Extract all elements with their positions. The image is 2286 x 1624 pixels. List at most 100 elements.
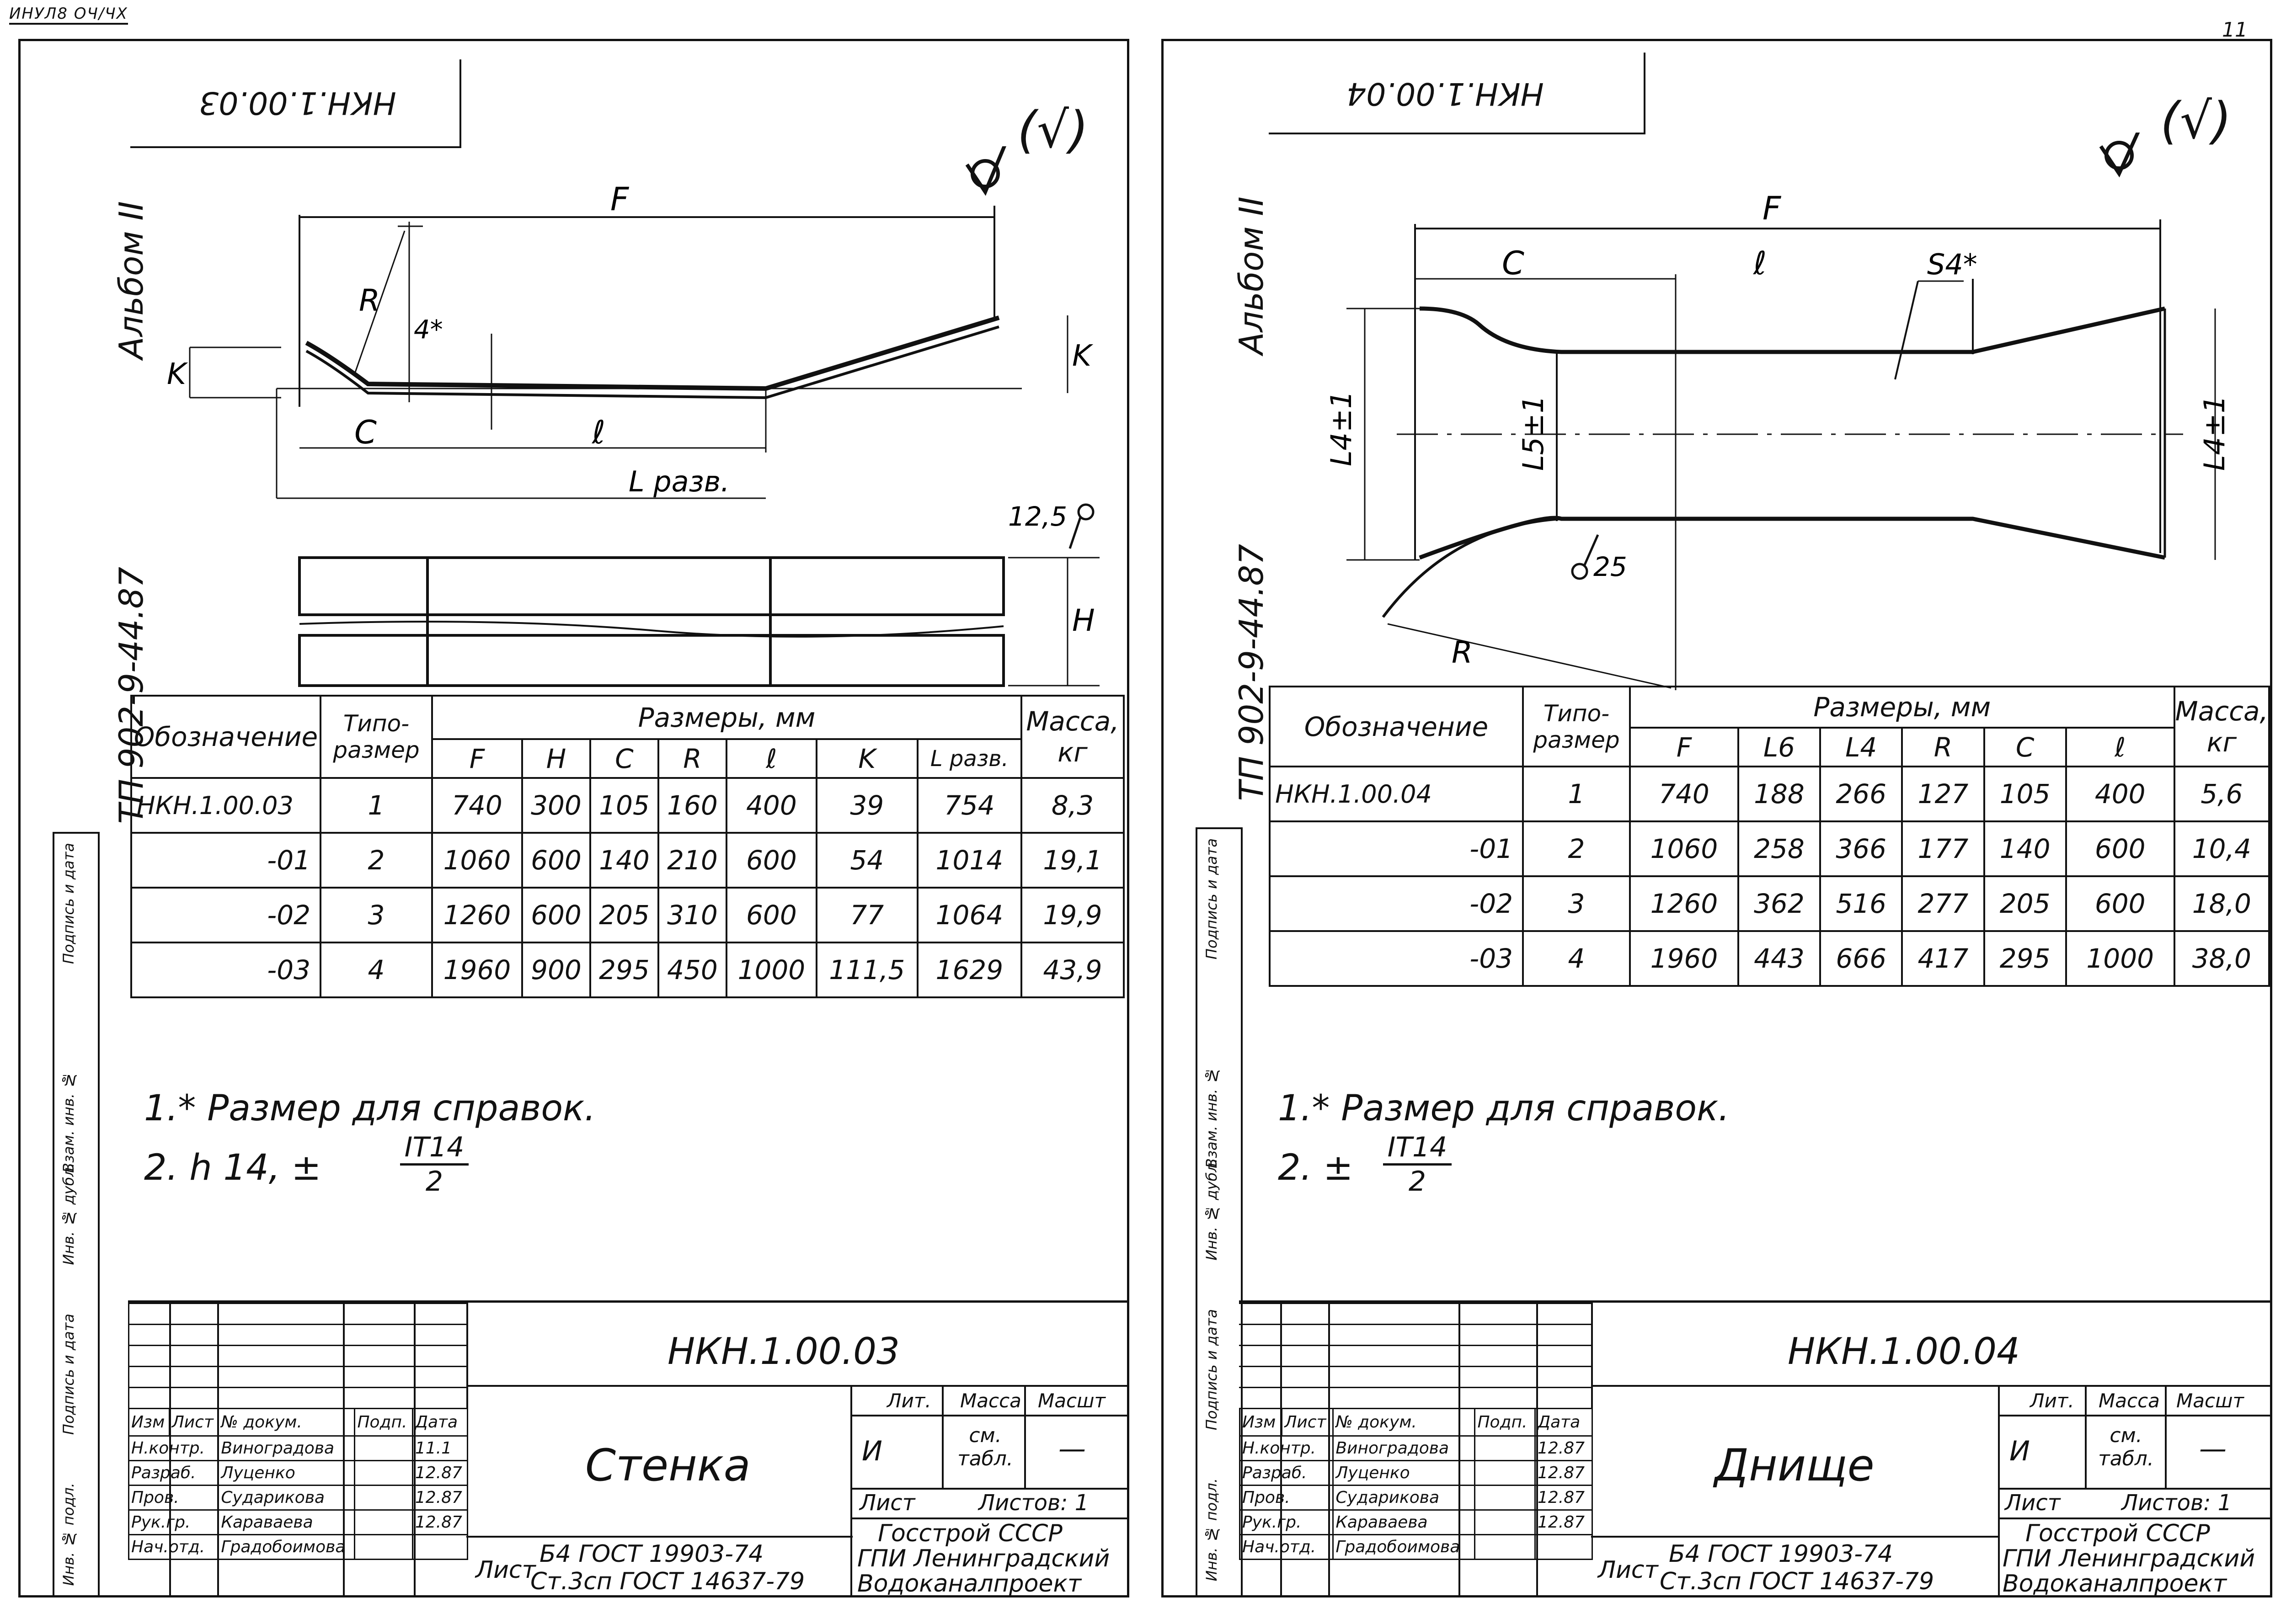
part-drawing-dnische: F C ℓ S4* L4±1 L5±1 L4±1 R 25 bbox=[1325, 133, 2231, 690]
scale-value: — bbox=[2199, 1433, 2227, 1465]
profile-view bbox=[189, 206, 1068, 499]
roughness-symbol bbox=[2099, 133, 2140, 178]
margin-label: Инв. № подл. bbox=[60, 1483, 77, 1586]
cell: 666 bbox=[1819, 930, 1903, 987]
code-box-rotated: НКН.1.00.03 bbox=[130, 59, 461, 148]
cell: 417 bbox=[1901, 930, 1985, 987]
role-date: 12.87 bbox=[411, 1485, 469, 1511]
role-sign bbox=[1474, 1435, 1536, 1461]
sub-header: C bbox=[589, 738, 659, 779]
cell: 160 bbox=[657, 777, 727, 834]
col-designation: Обозначение bbox=[1269, 686, 1524, 767]
sub-header: L4 bbox=[1819, 727, 1903, 767]
dim-rough: 25 bbox=[1593, 551, 1627, 582]
role: Пров. bbox=[1239, 1485, 1334, 1511]
cell: -01 bbox=[1269, 820, 1524, 877]
sub-header: R bbox=[657, 738, 727, 779]
table-row: НКН.1.00.03 1 740 300 105 160 400 39 754… bbox=[130, 777, 1125, 834]
dim-L: L разв. bbox=[629, 465, 730, 498]
margin-label: Инв. № дубл. bbox=[1203, 1158, 1220, 1261]
cell: 295 bbox=[1983, 930, 2067, 987]
role-sign bbox=[354, 1509, 413, 1535]
name-divider-v bbox=[1998, 1385, 2000, 1597]
role-name: Градобоимова bbox=[1332, 1534, 1476, 1560]
cell: 600 bbox=[521, 832, 591, 889]
roughness-mark: (√) bbox=[1017, 101, 1089, 159]
sheet-row-line-2 bbox=[850, 1518, 1127, 1519]
dim-L4-right: L4±1 bbox=[2198, 395, 2231, 471]
dims-table: Обозначение Типо-размер Размеры, мм Масс… bbox=[1269, 686, 2270, 987]
col-designation: Обозначение bbox=[130, 695, 321, 779]
material-line-2: Ст.3сп ГОСТ 14637-79 bbox=[530, 1568, 805, 1595]
table-row: -02 3 1260 600 205 310 600 77 1064 19,9 bbox=[130, 887, 1125, 943]
note-1: 1.* Размер для справок. bbox=[144, 1088, 596, 1129]
cell: 205 bbox=[589, 887, 659, 943]
cell: -03 bbox=[1269, 930, 1524, 987]
role-sign bbox=[354, 1435, 413, 1461]
cell: 740 bbox=[1629, 766, 1739, 822]
sub-header: F bbox=[1629, 727, 1739, 767]
col-mass: Масса, кг bbox=[2173, 686, 2270, 767]
role: Н.контр. bbox=[1239, 1435, 1334, 1461]
role-head: Подп. bbox=[1474, 1408, 1536, 1437]
cell: 1260 bbox=[1629, 875, 1739, 932]
cell: 140 bbox=[589, 832, 659, 889]
cell: 43,9 bbox=[1020, 942, 1125, 998]
dim-H: H bbox=[1072, 603, 1095, 638]
col-dims: Размеры, мм bbox=[1629, 686, 2175, 729]
sheet-row-line bbox=[1998, 1488, 2270, 1490]
cell: 38,0 bbox=[2173, 930, 2270, 987]
cell: 600 bbox=[2065, 820, 2175, 877]
cell: 1960 bbox=[431, 942, 523, 998]
role-date: 12.87 bbox=[411, 1460, 469, 1486]
sheet-row-line-2 bbox=[1998, 1518, 2270, 1519]
cell: 740 bbox=[431, 777, 523, 834]
role-date: 12.87 bbox=[1534, 1485, 1593, 1511]
cell: 54 bbox=[815, 832, 919, 889]
cell: 1060 bbox=[431, 832, 523, 889]
dim-R: R bbox=[359, 283, 380, 318]
margin-label: Взам. инв. № bbox=[60, 1071, 77, 1173]
role-head: Лист bbox=[168, 1408, 219, 1437]
role-head: № докум. bbox=[218, 1408, 356, 1437]
cell: 111,5 bbox=[815, 942, 919, 998]
mass-value: см. табл. bbox=[2098, 1424, 2154, 1470]
role-name: Луценко bbox=[218, 1460, 356, 1486]
roughness-symbol bbox=[965, 146, 1006, 196]
cell: 127 bbox=[1901, 766, 1985, 822]
cell: 77 bbox=[815, 887, 919, 943]
cell: 400 bbox=[725, 777, 817, 834]
material-line-1: Б4 ГОСТ 19903-74 bbox=[1669, 1540, 1893, 1568]
lit-col-b bbox=[1024, 1385, 1026, 1488]
role-head: Изм bbox=[128, 1408, 170, 1437]
cell: 2 bbox=[1522, 820, 1631, 877]
cell: -02 bbox=[1269, 875, 1524, 932]
role: Пров. bbox=[128, 1485, 219, 1511]
role-head: Лист bbox=[1281, 1408, 1334, 1437]
dims-table: Обозначение Типо-размер Размеры, мм Масс… bbox=[130, 695, 1125, 998]
sub-header: L разв. bbox=[916, 738, 1023, 779]
cell: НКН.1.00.03 bbox=[130, 777, 321, 834]
cell: 177 bbox=[1901, 820, 1985, 877]
role-sign bbox=[1474, 1460, 1536, 1486]
name-divider-v bbox=[850, 1385, 852, 1597]
material-label: Лист bbox=[1598, 1556, 1658, 1584]
role-head: Дата bbox=[411, 1408, 469, 1437]
name-divider-h bbox=[1591, 1536, 1998, 1538]
table-row: -03 4 1960 443 666 417 295 1000 38,0 bbox=[1269, 930, 2270, 987]
fraction-denominator: 2 bbox=[1408, 1166, 1426, 1198]
fraction: IT14 2 bbox=[1383, 1131, 1452, 1198]
scale-header: Масшт bbox=[2176, 1390, 2244, 1412]
cell: 1260 bbox=[431, 887, 523, 943]
col-dims: Размеры, мм bbox=[431, 695, 1022, 740]
mass-header: Масса bbox=[960, 1390, 1021, 1412]
name-divider-h bbox=[466, 1536, 853, 1538]
role-sign bbox=[354, 1534, 413, 1560]
table-row: -01 2 1060 600 140 210 600 54 1014 19,1 bbox=[130, 832, 1125, 889]
org-line-2: ГПИ Ленинградский bbox=[2003, 1545, 2255, 1572]
role-head: № докум. bbox=[1332, 1408, 1476, 1437]
cell: 1064 bbox=[916, 887, 1023, 943]
dim-K-left: K bbox=[167, 357, 188, 391]
fraction-denominator: 2 bbox=[425, 1166, 443, 1198]
org-line-1: Госстрой СССР bbox=[2025, 1520, 2210, 1547]
